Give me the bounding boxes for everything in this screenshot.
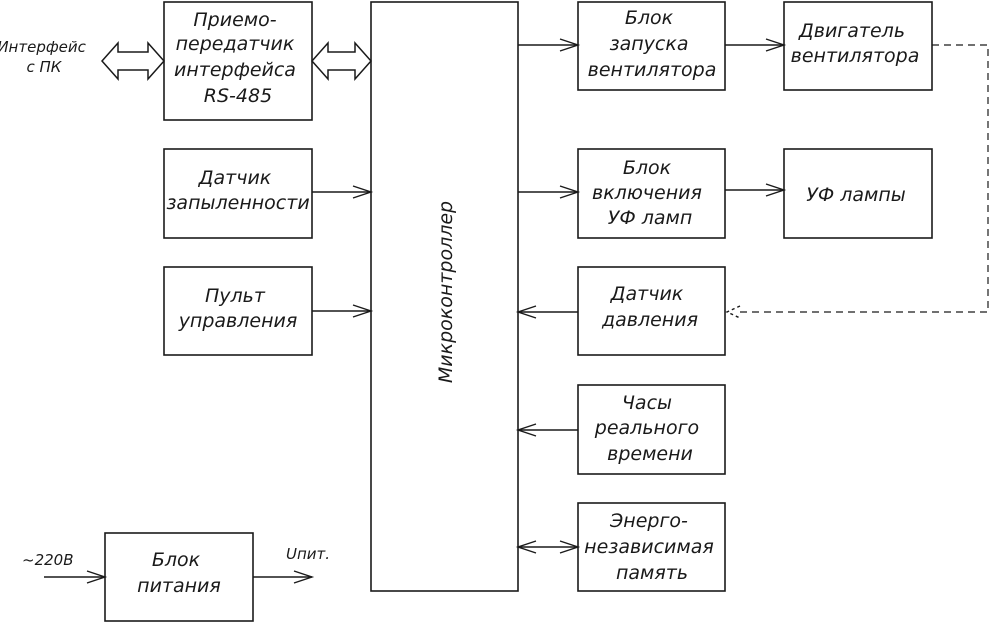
uv-switch-to-lamps-arrowhead xyxy=(765,183,787,197)
block-pressure-sensor: Датчик давления xyxy=(577,266,726,356)
block-transceiver-rs485: Приемо- передатчик интерфейса RS-485 xyxy=(163,1,313,121)
fan-motor-line-2: вентилятора xyxy=(791,45,920,67)
mcu-to-fan-start-arrowhead xyxy=(559,38,581,52)
svg-text:Часы реального вре: Часы реального времени xyxy=(594,392,705,465)
transceiver-line-2: передатчик xyxy=(176,33,295,55)
mcu-memory-arrowhead-left xyxy=(515,540,537,554)
control-panel-line-1: Пульт xyxy=(205,285,266,307)
power-supply-line-1: Блок xyxy=(152,549,201,571)
transceiver-line-4: RS-485 xyxy=(204,85,272,107)
rtc-line-1: Часы xyxy=(622,392,672,414)
pressure-sensor-line-1: Датчик xyxy=(610,283,684,305)
uv-switch-line-3: УФ ламп xyxy=(608,207,693,229)
memory-line-1: Энерго- xyxy=(609,510,688,532)
mcu-memory-arrowhead-right xyxy=(559,540,581,554)
svg-text:Пульт управления: Пульт управления xyxy=(178,285,298,332)
memory-line-2: независимая xyxy=(584,536,714,558)
svg-text:Блок включения УФ: Блок включения УФ ламп xyxy=(592,157,708,229)
psu-to-supply-arrowhead xyxy=(293,570,315,584)
block-dust-sensor: Датчик запыленности xyxy=(163,148,313,239)
block-uv-lamps: УФ лампы xyxy=(783,148,933,239)
block-fan-motor: Двигатель вентилятора xyxy=(783,1,933,91)
uv-switch-line-1: Блок xyxy=(623,157,672,179)
transceiver-line-3: интерфейса xyxy=(174,59,296,81)
fan-start-line-2: запуска xyxy=(609,33,688,55)
svg-text:Блок питания: Блок питания xyxy=(137,549,221,597)
rtc-line-2: реального xyxy=(594,417,699,439)
power-supply-line-2: питания xyxy=(137,575,221,597)
rtc-to-mcu-arrowhead xyxy=(515,423,537,437)
mcu-to-uv-switch-arrowhead xyxy=(559,185,581,199)
block-uv-switch: Блок включения УФ ламп xyxy=(577,148,726,239)
block-control-panel: Пульт управления xyxy=(163,266,313,356)
svg-text:Двигатель вентилятора: Двигатель вентилятора xyxy=(791,20,920,67)
uv-switch-line-2: включения xyxy=(592,182,702,204)
svg-text:Датчик запыленности: Датчик запыленности xyxy=(166,167,309,214)
block-nonvolatile-memory: Энерго- независимая память xyxy=(577,502,726,592)
fan-motor-line-1: Двигатель xyxy=(798,20,905,42)
pressure-to-mcu-arrowhead xyxy=(515,305,537,319)
supply-voltage-label: Uпит. xyxy=(286,545,330,563)
rtc-line-3: времени xyxy=(607,443,693,465)
memory-line-3: память xyxy=(616,562,688,584)
block-real-time-clock: Часы реального времени xyxy=(577,384,726,475)
svg-text:Блок запуска венти: Блок запуска вентилятора xyxy=(588,7,717,81)
fan-start-line-3: вентилятора xyxy=(588,59,717,81)
panel-to-mcu-arrowhead xyxy=(352,304,374,318)
fan-to-pressure-dashed-arrowhead xyxy=(725,305,741,319)
pressure-sensor-line-2: давления xyxy=(601,309,698,331)
pc-bus-double-arrow xyxy=(100,41,166,81)
dust-sensor-line-2: запыленности xyxy=(166,192,309,214)
mains-to-psu-arrowhead xyxy=(86,570,108,584)
dust-to-mcu-arrowhead xyxy=(352,185,374,199)
block-fan-start: Блок запуска вентилятора xyxy=(577,1,726,91)
control-panel-line-2: управления xyxy=(178,310,298,332)
mains-label: ~220В xyxy=(22,551,74,569)
fan-start-to-motor-arrowhead xyxy=(765,38,787,52)
svg-text:Приемо- передатчик: Приемо- передатчик интерфейса RS-485 xyxy=(174,9,302,107)
block-microcontroller: Микроконтроллер xyxy=(370,1,519,592)
block-power-supply: Блок питания xyxy=(104,532,254,622)
pc-interface-line-2: с ПК xyxy=(27,58,63,76)
transceiver-line-1: Приемо- xyxy=(193,9,276,31)
uv-lamps-label: УФ лампы xyxy=(806,184,906,206)
pc-interface-line-1: Интерфейс xyxy=(0,38,87,56)
fan-to-pressure-dashed-link xyxy=(740,44,989,313)
transceiver-mcu-double-arrow xyxy=(310,41,373,81)
microcontroller-label: Микроконтроллер xyxy=(435,201,457,383)
dust-sensor-line-1: Датчик xyxy=(198,167,272,189)
svg-text:Датчик давления: Датчик давления xyxy=(601,283,698,331)
svg-text:Энерго- независимая: Энерго- независимая память xyxy=(584,510,720,584)
pc-interface-label: Интерфейс с ПК xyxy=(0,38,91,76)
fan-start-line-1: Блок xyxy=(625,7,674,29)
